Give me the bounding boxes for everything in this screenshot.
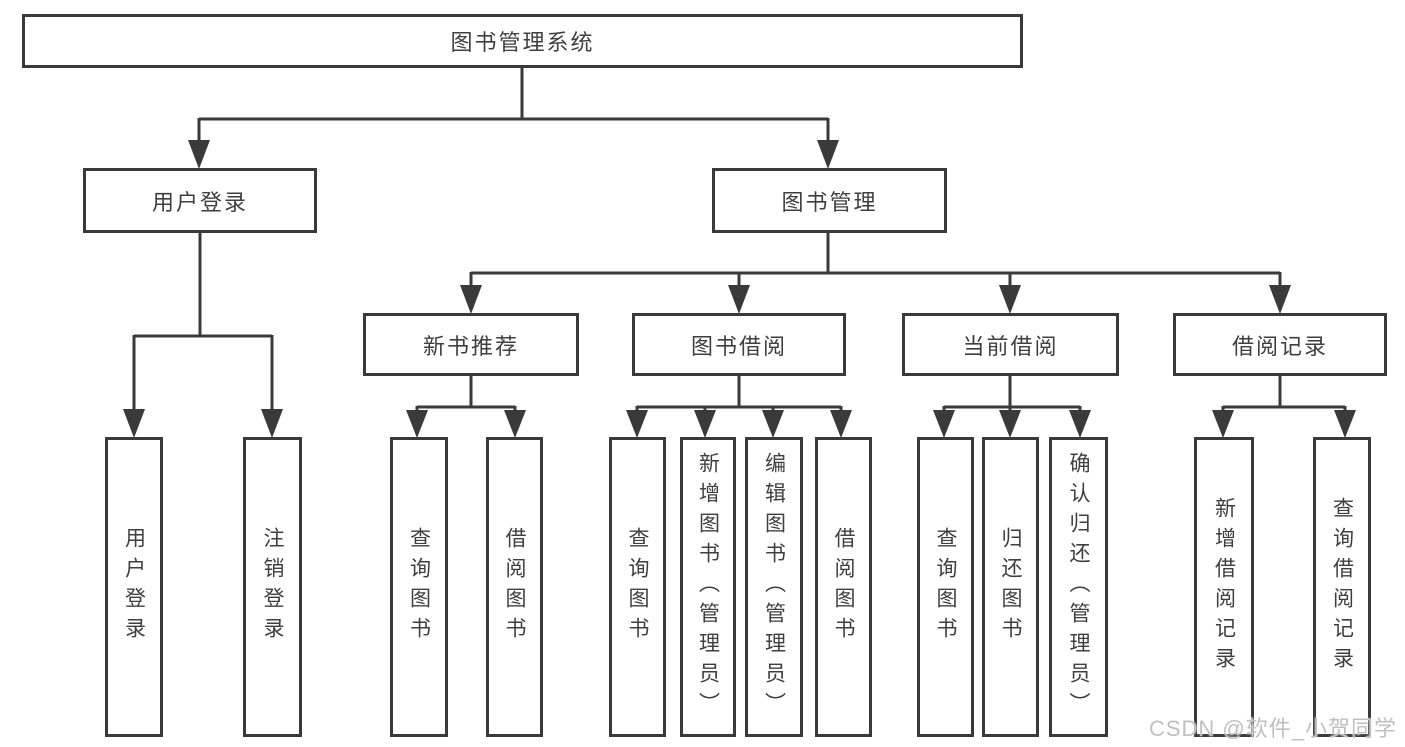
leaf-user-login-label: 用户登录 bbox=[122, 527, 146, 647]
node-current-borrowing-label: 当前借阅 bbox=[962, 333, 1059, 359]
leaf-records-query-record: 查询借阅记录 bbox=[1313, 437, 1371, 737]
leaf-current-return-book-label: 归还图书 bbox=[999, 527, 1022, 647]
leaf-borrow-query-book: 查询图书 bbox=[609, 437, 666, 737]
node-user-login-branch-label: 用户登录 bbox=[151, 189, 248, 215]
leaf-rec-query-book: 查询图书 bbox=[390, 437, 448, 737]
leaf-borrow-borrow-book: 借阅图书 bbox=[815, 437, 872, 737]
leaf-current-return-book: 归还图书 bbox=[982, 437, 1039, 737]
node-new-book-recommend: 新书推荐 bbox=[363, 313, 579, 376]
leaf-current-query-book: 查询图书 bbox=[917, 437, 974, 737]
node-book-borrowing-label: 图书借阅 bbox=[690, 333, 787, 359]
node-root-label: 图书管理系统 bbox=[450, 30, 595, 55]
leaf-current-confirm-return-label: 确认归还（管理员） bbox=[1067, 452, 1090, 722]
leaf-borrow-edit-book-label: 编辑图书（管理员） bbox=[762, 452, 786, 722]
node-book-management: 图书管理 bbox=[712, 168, 947, 233]
node-user-login-branch: 用户登录 bbox=[83, 168, 317, 233]
node-current-borrowing: 当前借阅 bbox=[902, 313, 1119, 376]
leaf-logout-label: 注销登录 bbox=[261, 527, 284, 647]
leaf-records-add-record: 新增借阅记录 bbox=[1194, 437, 1254, 737]
watermark: CSDN @软件_小贺同学 bbox=[1148, 716, 1397, 741]
leaf-current-query-book-label: 查询图书 bbox=[934, 527, 957, 647]
leaf-borrow-add-book-label: 新增图书（管理员） bbox=[696, 452, 720, 722]
node-book-borrowing: 图书借阅 bbox=[632, 313, 846, 376]
node-new-book-recommend-label: 新书推荐 bbox=[422, 333, 519, 359]
leaf-records-query-record-label: 查询借阅记录 bbox=[1330, 497, 1354, 677]
leaf-borrow-borrow-book-label: 借阅图书 bbox=[832, 527, 855, 647]
leaf-rec-borrow-book: 借阅图书 bbox=[486, 437, 543, 737]
leaf-borrow-add-book: 新增图书（管理员） bbox=[680, 437, 736, 737]
leaf-records-add-record-label: 新增借阅记录 bbox=[1212, 497, 1236, 677]
leaf-rec-borrow-book-label: 借阅图书 bbox=[503, 527, 526, 647]
leaf-user-login: 用户登录 bbox=[105, 437, 163, 737]
leaf-rec-query-book-label: 查询图书 bbox=[407, 527, 431, 647]
leaf-current-confirm-return: 确认归还（管理员） bbox=[1049, 437, 1108, 737]
node-root: 图书管理系统 bbox=[22, 14, 1023, 68]
leaf-borrow-edit-book: 编辑图书（管理员） bbox=[745, 437, 803, 737]
leaf-logout: 注销登录 bbox=[243, 437, 302, 737]
node-borrowing-records-label: 借阅记录 bbox=[1231, 333, 1328, 359]
node-book-management-label: 图书管理 bbox=[781, 189, 878, 215]
node-borrowing-records: 借阅记录 bbox=[1173, 313, 1387, 376]
leaf-borrow-query-book-label: 查询图书 bbox=[626, 527, 649, 647]
